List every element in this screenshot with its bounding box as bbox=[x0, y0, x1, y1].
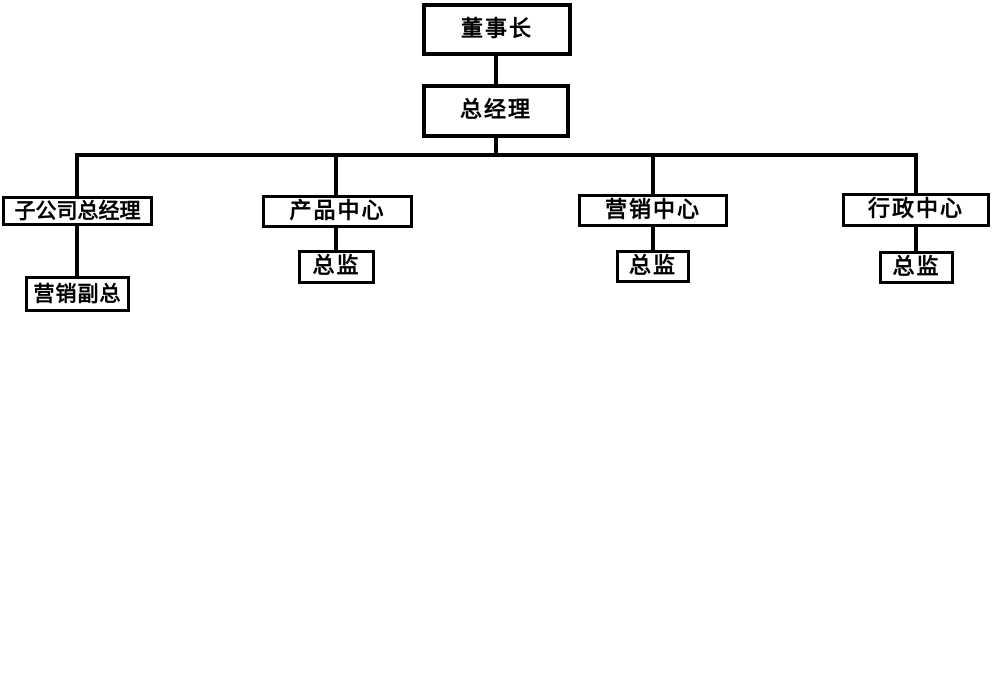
node-general-manager: 总经理 bbox=[422, 84, 570, 138]
node-marketing-vp-label: 营销副总 bbox=[33, 281, 122, 306]
node-product-director: 总监 bbox=[298, 250, 375, 284]
connector-subsidiary-vp bbox=[75, 226, 79, 276]
node-product-center-label: 产品中心 bbox=[289, 198, 386, 224]
connector-drop-product bbox=[334, 153, 338, 195]
connector-marketing-director bbox=[651, 226, 655, 250]
connector-drop-marketing bbox=[651, 153, 655, 194]
node-marketing-director: 总监 bbox=[616, 250, 690, 283]
connector-product-director bbox=[334, 228, 338, 250]
node-admin-center-label: 行政中心 bbox=[867, 197, 964, 222]
node-product-director-label: 总监 bbox=[312, 254, 361, 279]
node-marketing-vp: 营销副总 bbox=[25, 276, 130, 312]
node-general-manager-label: 总经理 bbox=[459, 98, 532, 123]
node-subsidiary-gm: 子公司总经理 bbox=[2, 196, 153, 226]
node-admin-director: 总监 bbox=[879, 251, 954, 284]
node-admin-director-label: 总监 bbox=[892, 254, 941, 280]
node-marketing-center: 营销中心 bbox=[578, 194, 728, 227]
node-admin-center: 行政中心 bbox=[842, 193, 990, 227]
connector-chairman-gm bbox=[494, 56, 498, 84]
connector-drop-subsidiary-gm bbox=[75, 153, 79, 196]
connector-gm-bus bbox=[494, 138, 498, 155]
connector-admin-director bbox=[914, 227, 918, 251]
node-marketing-director-label: 总监 bbox=[628, 253, 677, 279]
node-subsidiary-gm-label: 子公司总经理 bbox=[14, 198, 141, 223]
node-chairman: 董事长 bbox=[422, 3, 572, 56]
node-marketing-center-label: 营销中心 bbox=[604, 197, 701, 223]
node-chairman-label: 董事长 bbox=[460, 16, 533, 42]
node-product-center: 产品中心 bbox=[262, 195, 413, 228]
connector-drop-admin bbox=[914, 153, 918, 193]
connector-bus-horizontal bbox=[75, 153, 918, 157]
